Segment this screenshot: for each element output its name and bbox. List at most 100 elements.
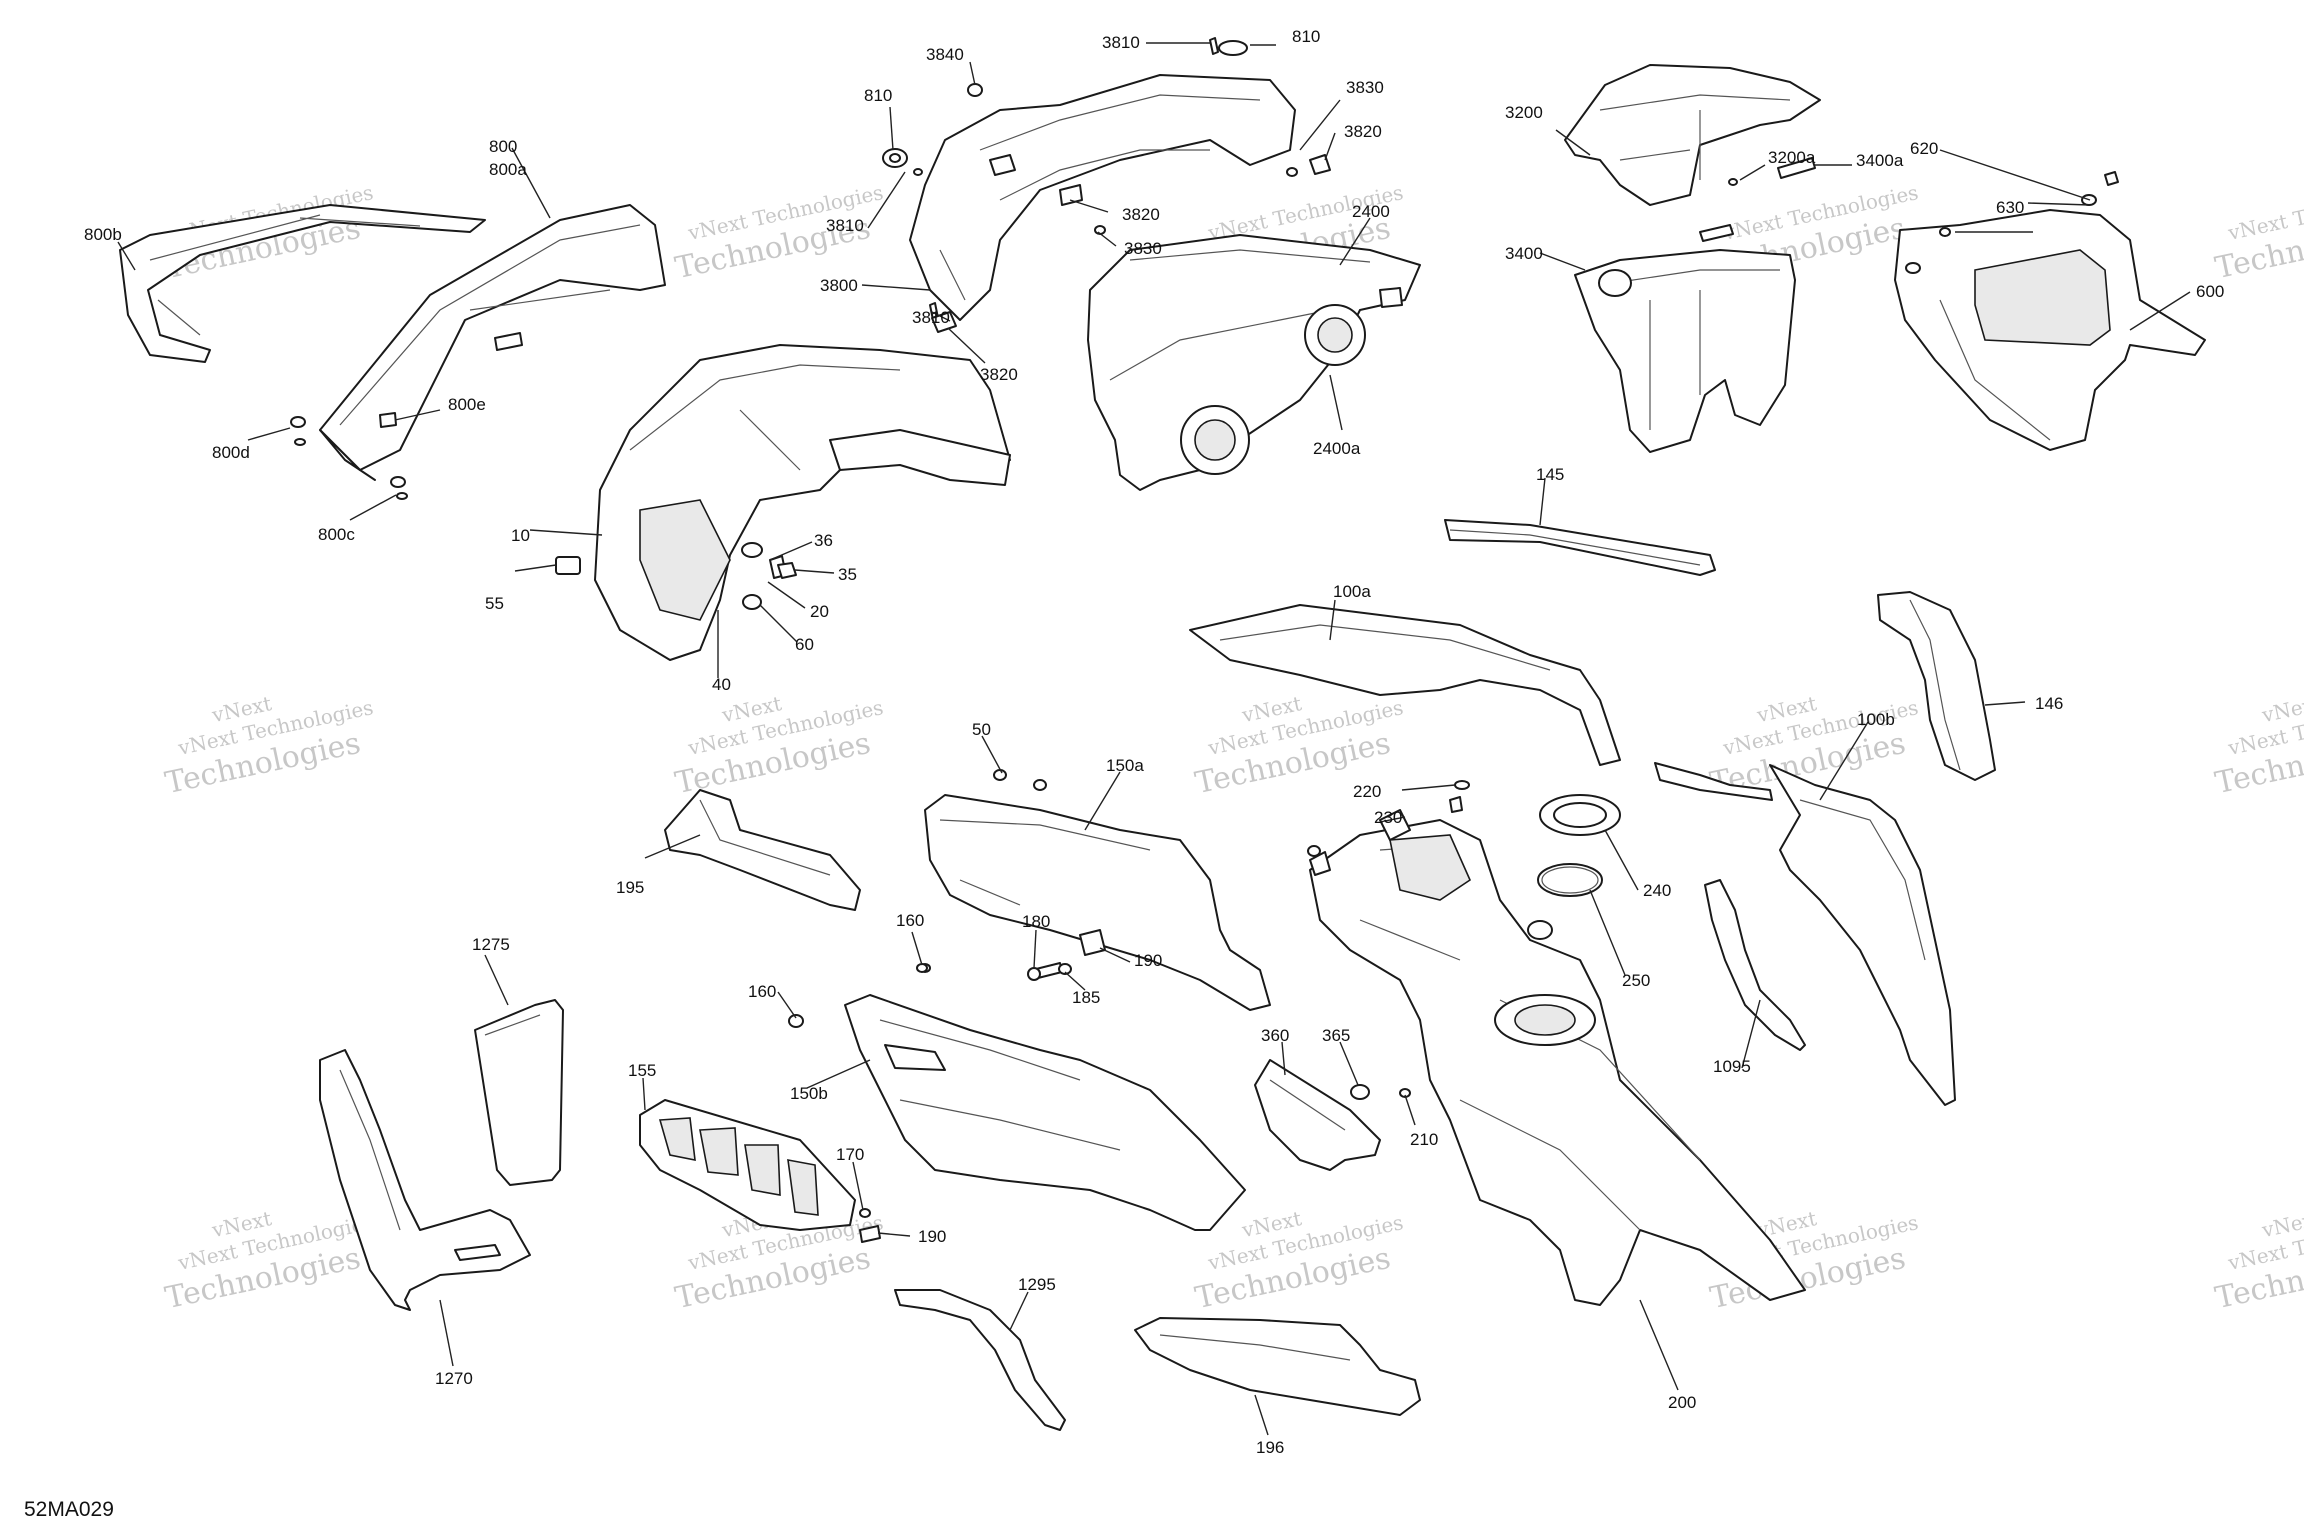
callout-3820-mid: 3820 bbox=[1122, 205, 1160, 224]
callout-240: 240 bbox=[1643, 881, 1671, 900]
callout-3200a: 3200a bbox=[1768, 148, 1816, 167]
callout-185: 185 bbox=[1072, 988, 1100, 1007]
part-155-vent bbox=[639, 1099, 881, 1243]
watermark-13: vNext vNext Technologies Technologies bbox=[1192, 1206, 1405, 1316]
diagram-code: 52MA029 bbox=[24, 1498, 114, 1521]
callout-160-top: 160 bbox=[896, 911, 924, 930]
callout-230: 230 bbox=[1374, 808, 1402, 827]
part-10-front-fascia bbox=[555, 344, 1011, 661]
parts-layer bbox=[119, 37, 2206, 1431]
callout-1270: 1270 bbox=[435, 1369, 473, 1388]
callout-170: 170 bbox=[836, 1145, 864, 1164]
callout-210: 210 bbox=[1410, 1130, 1438, 1149]
callout-365: 365 bbox=[1322, 1026, 1350, 1045]
leader-lines bbox=[117, 42, 2191, 1436]
part-1275-pad bbox=[474, 999, 564, 1186]
part-200-center-body bbox=[1307, 780, 1806, 1306]
callout-1095: 1095 bbox=[1713, 1057, 1751, 1076]
part-196-lower-panel bbox=[1134, 1317, 1421, 1416]
callout-3840: 3840 bbox=[926, 45, 964, 64]
part-3800-bracket bbox=[882, 37, 1331, 333]
part-1295-strip bbox=[894, 1289, 1066, 1431]
callout-800: 800 bbox=[489, 137, 517, 156]
part-100a-upper-trim bbox=[1189, 604, 1621, 766]
watermark-11: vNext vNext Technologies Technologies bbox=[162, 1206, 375, 1316]
callout-800b: 800b bbox=[84, 225, 122, 244]
callout-55: 55 bbox=[485, 594, 504, 613]
callout-40: 40 bbox=[712, 675, 731, 694]
part-100b-side-trim bbox=[1654, 762, 1956, 1106]
part-800b-side-trim bbox=[119, 204, 486, 363]
watermark-15: vNext vNext Technologies Technologies bbox=[2212, 1206, 2304, 1316]
callout-3200: 3200 bbox=[1505, 103, 1543, 122]
watermark-7: vNext vNext Technologies Technologies bbox=[672, 691, 885, 801]
callout-35: 35 bbox=[838, 565, 857, 584]
callout-800c: 800c bbox=[318, 525, 355, 544]
part-600-dash-panel bbox=[1894, 171, 2206, 451]
callout-630: 630 bbox=[1996, 198, 2024, 217]
part-145-strip bbox=[1444, 519, 1716, 576]
watermark-10: vNext vNext Technologies Technologies bbox=[2212, 691, 2304, 801]
callout-60: 60 bbox=[795, 635, 814, 654]
callout-600: 600 bbox=[2196, 282, 2224, 301]
callout-190-top: 190 bbox=[1134, 951, 1162, 970]
callout-810-left: 810 bbox=[864, 86, 892, 105]
callout-150b: 150b bbox=[790, 1084, 828, 1103]
callout-620: 620 bbox=[1910, 139, 1938, 158]
callout-100b: 100b bbox=[1857, 710, 1895, 729]
callout-146: 146 bbox=[2035, 694, 2063, 713]
callout-3830-top: 3830 bbox=[1346, 78, 1384, 97]
callout-145: 145 bbox=[1536, 465, 1564, 484]
part-1095-strip bbox=[1704, 879, 1806, 1051]
callout-190-low: 190 bbox=[918, 1227, 946, 1246]
callout-1295: 1295 bbox=[1018, 1275, 1056, 1294]
callout-3820-low: 3820 bbox=[980, 365, 1018, 384]
callout-196: 196 bbox=[1256, 1438, 1284, 1457]
callout-2400a: 2400a bbox=[1313, 439, 1361, 458]
callout-150a: 150a bbox=[1106, 756, 1144, 775]
part-2400-headlight bbox=[1087, 234, 1421, 491]
callout-20: 20 bbox=[810, 602, 829, 621]
callout-100a: 100a bbox=[1333, 582, 1371, 601]
callout-800a: 800a bbox=[489, 160, 527, 179]
callout-155: 155 bbox=[628, 1061, 656, 1080]
callout-3810-top: 3810 bbox=[1102, 33, 1140, 52]
part-800-side-panel bbox=[319, 204, 666, 481]
part-150b-side-panel bbox=[788, 963, 1246, 1231]
callout-160-low: 160 bbox=[748, 982, 776, 1001]
part-195-panel bbox=[664, 789, 861, 911]
callout-360: 360 bbox=[1261, 1026, 1289, 1045]
part-3200-cover bbox=[1564, 64, 1821, 206]
callout-36: 36 bbox=[814, 531, 833, 550]
part-1270-bracket bbox=[319, 1049, 531, 1311]
callout-10: 10 bbox=[511, 526, 530, 545]
callout-labels: 800 800a 800b 800d 800e 800c 3840 3810 8… bbox=[84, 27, 2224, 1457]
callout-3820-top: 3820 bbox=[1344, 122, 1382, 141]
callout-1275: 1275 bbox=[472, 935, 510, 954]
callout-3810-low: 3810 bbox=[912, 308, 950, 327]
callout-3800: 3800 bbox=[820, 276, 858, 295]
callout-810-top: 810 bbox=[1292, 27, 1320, 46]
callout-220: 220 bbox=[1353, 782, 1381, 801]
callout-3810-mid: 3810 bbox=[826, 216, 864, 235]
callout-195: 195 bbox=[616, 878, 644, 897]
callout-200: 200 bbox=[1668, 1393, 1696, 1412]
part-800-hardware bbox=[290, 412, 408, 500]
watermark-5: vNext Technologies Technologies bbox=[2212, 180, 2304, 286]
callout-3400a: 3400a bbox=[1856, 151, 1904, 170]
callout-800e: 800e bbox=[448, 395, 486, 414]
watermark-6: vNext vNext Technologies Technologies bbox=[162, 691, 375, 801]
part-240-ring bbox=[1537, 794, 1621, 897]
callout-50: 50 bbox=[972, 720, 991, 739]
callout-800d: 800d bbox=[212, 443, 250, 462]
part-360-bracket bbox=[1254, 1059, 1381, 1171]
part-146-side-piece bbox=[1877, 591, 1996, 781]
part-150a-panel bbox=[924, 769, 1271, 1011]
callout-3400: 3400 bbox=[1505, 244, 1543, 263]
part-3400-bin bbox=[1574, 224, 1796, 453]
callout-3830-mid: 3830 bbox=[1124, 239, 1162, 258]
callout-2400: 2400 bbox=[1352, 202, 1390, 221]
callout-180: 180 bbox=[1022, 912, 1050, 931]
callout-250: 250 bbox=[1622, 971, 1650, 990]
